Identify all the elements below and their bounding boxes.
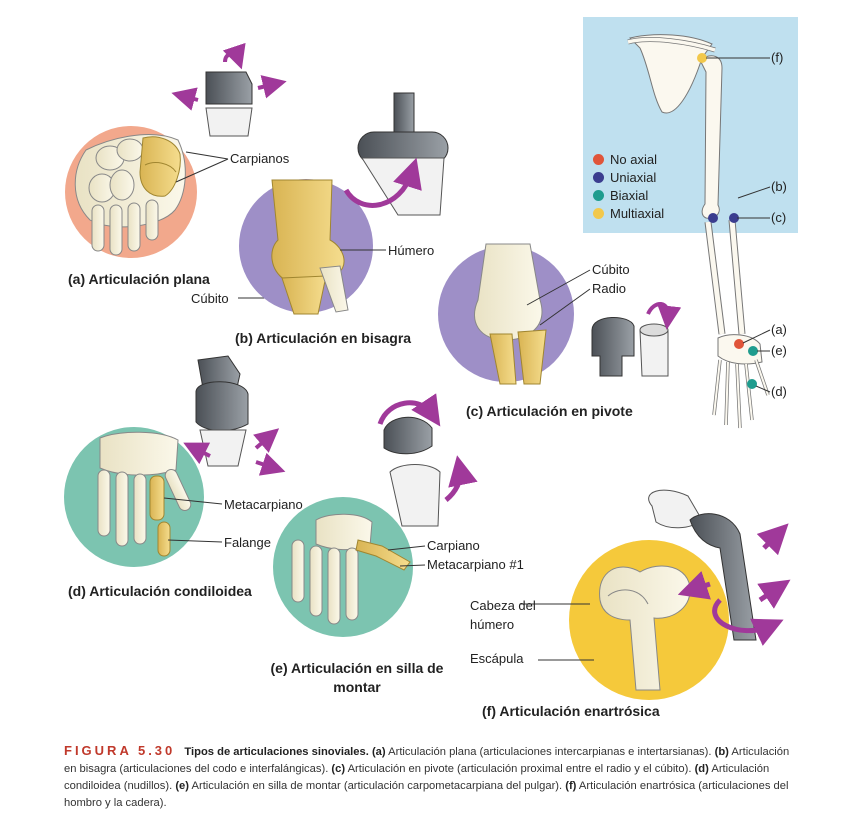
panel-b-title: (b) Articulación en bisagra xyxy=(235,330,412,346)
skeleton-label-b: (b) xyxy=(771,179,787,194)
label-cabeza-humero: Cabeza del húmero xyxy=(470,598,536,632)
panel-c-title: (c) Articulación en pivote xyxy=(466,403,633,419)
joint-type-legend: No axial Uniaxial Biaxial Multiaxial xyxy=(593,150,664,222)
panel-f-title: (f) Articulación enartrósica xyxy=(482,703,660,719)
skeleton-label-f: (f) xyxy=(771,50,784,65)
legend-label: Multiaxial xyxy=(610,205,665,221)
panel-a-artwork xyxy=(65,42,287,299)
legend-dot-biaxial xyxy=(593,189,604,201)
caption-text-b: Articulación en bisagra (articulaciones … xyxy=(64,746,790,775)
legend-dot-no-axial xyxy=(593,153,604,165)
caption-text-d: Articulación condiloidea (nudillos). xyxy=(64,763,770,792)
caption-text-f: Articulación enartrósica (articulaciones… xyxy=(64,780,789,809)
caption-tag-f: (f) xyxy=(565,780,577,792)
panel-b-artwork xyxy=(239,92,449,315)
caption-tag-b: (b) xyxy=(714,746,729,758)
label-cubito-c: Cúbito xyxy=(592,262,630,277)
skeleton-label-c: (c) xyxy=(771,210,787,225)
caption-text-c: Articulación en pivote (articulación pro… xyxy=(345,763,695,775)
label-falange: Falange xyxy=(224,535,271,550)
figure-number: FIGURA 5.30 xyxy=(64,743,176,758)
legend-item-multiaxial: Multiaxial xyxy=(593,204,664,222)
skeleton-label-a: (a) xyxy=(771,322,787,337)
legend-label: Biaxial xyxy=(610,187,649,203)
skeleton-label-d: (d) xyxy=(771,384,787,399)
legend-dot-multiaxial xyxy=(593,207,604,219)
caption-tag-c: (c) xyxy=(331,763,346,775)
panel-d-artwork xyxy=(64,355,286,567)
skeleton-label-e: (e) xyxy=(771,343,787,358)
label-cubito-a: Cúbito xyxy=(191,291,229,306)
legend-label: No axial xyxy=(610,151,657,167)
panel-f-artwork xyxy=(520,489,791,700)
caption-text-e: Articulación en silla de montar (articul… xyxy=(189,780,566,792)
label-humero: Húmero xyxy=(388,243,435,258)
panel-e-artwork xyxy=(273,393,478,637)
label-carpiano: Carpiano xyxy=(427,538,480,553)
panel-e-title: (e) Articulación en silla de montar xyxy=(270,660,444,695)
legend-item-biaxial: Biaxial xyxy=(593,186,664,204)
legend-item-uniaxial: Uniaxial xyxy=(593,168,664,186)
caption-tag-a: (a) xyxy=(371,746,386,758)
label-metacarpiano-1: Metacarpiano #1 xyxy=(427,557,524,572)
label-escapula: Escápula xyxy=(470,651,524,666)
label-carpianos: Carpianos xyxy=(230,151,290,166)
caption-text-a: Articulación plana (articulaciones inter… xyxy=(385,746,715,758)
figure-caption: FIGURA 5.30 Tipos de articulaciones sino… xyxy=(64,742,794,812)
caption-heading: Tipos de articulaciones sinoviales. xyxy=(184,746,369,758)
panel-c-artwork xyxy=(438,243,682,385)
legend-label: Uniaxial xyxy=(610,169,657,185)
panel-d-title: (d) Articulación condiloidea xyxy=(68,583,252,599)
label-radio: Radio xyxy=(592,281,626,296)
legend-dot-uniaxial xyxy=(593,171,604,183)
panel-a-title: (a) Articulación plana xyxy=(68,271,210,287)
caption-tag-e: (e) xyxy=(175,780,190,792)
legend-item-no-axial: No axial xyxy=(593,150,664,168)
label-metacarpiano: Metacarpiano xyxy=(224,497,303,512)
skeleton-panel xyxy=(583,17,798,429)
caption-tag-d: (d) xyxy=(694,763,709,775)
